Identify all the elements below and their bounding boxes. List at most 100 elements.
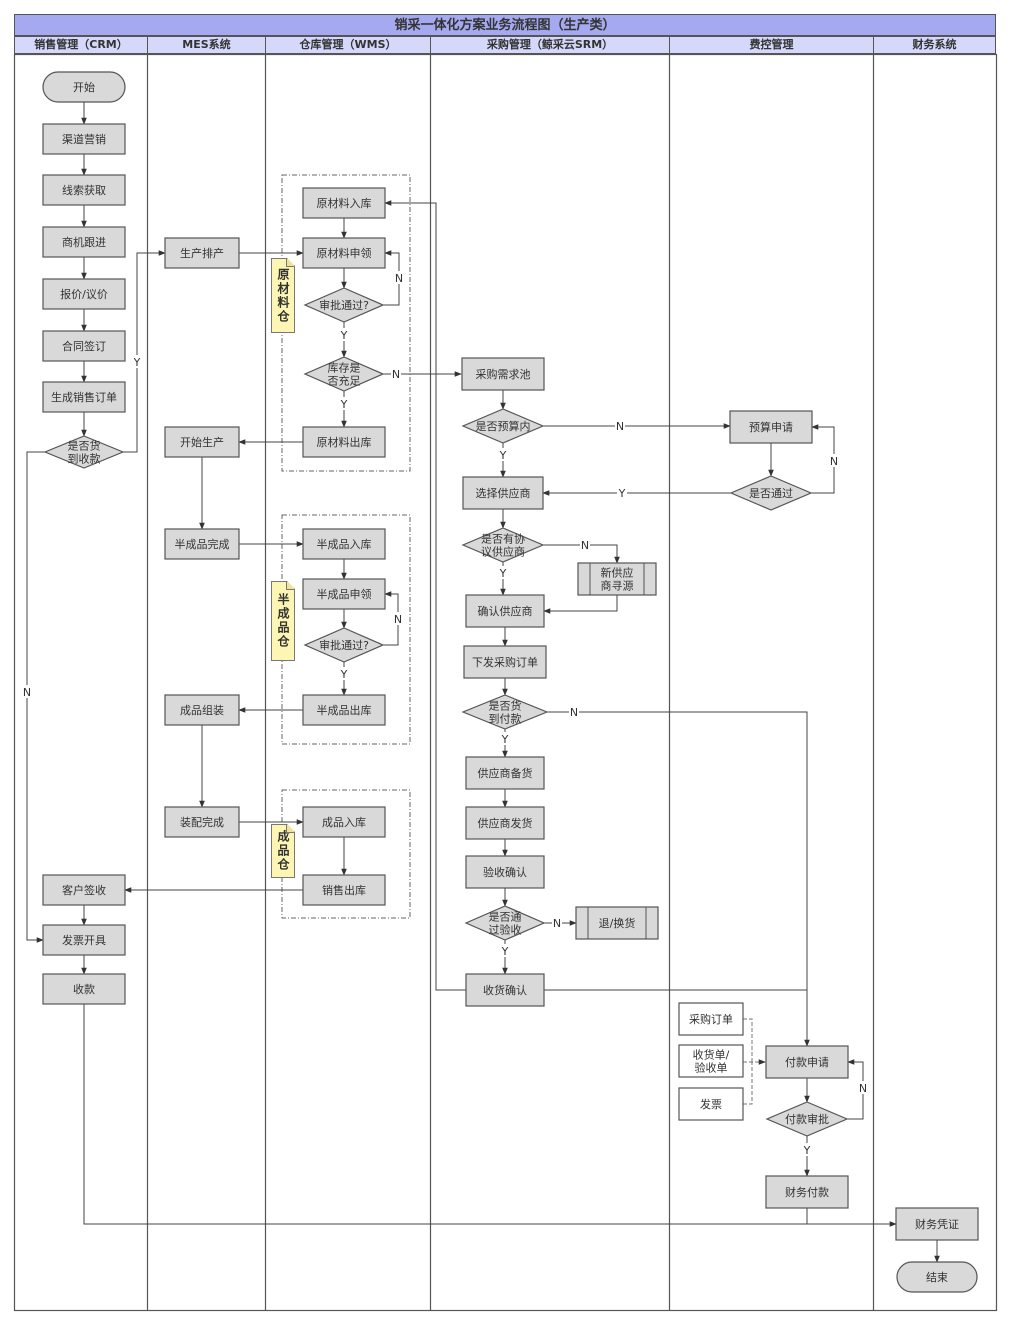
node-quote[interactable]: 报价/议价 — [42, 278, 126, 310]
node-assembly[interactable]: 成品组装 — [164, 694, 240, 726]
node-semi-finished-done[interactable]: 半成品完成 — [164, 528, 240, 560]
cod-pay-decision-label: 是否货到付款 — [489, 698, 522, 725]
node-budget-approved[interactable]: 是否通过 — [729, 475, 813, 511]
node-finance-payment[interactable]: 财务付款 — [765, 1175, 849, 1209]
process-box — [302, 806, 386, 838]
node-issue-po[interactable]: 下发采购订单 — [463, 645, 547, 679]
node-collect-payment[interactable]: 收款 — [42, 973, 126, 1005]
node-semi-requisition[interactable]: 半成品申领 — [302, 578, 386, 610]
node-raw-requisition[interactable]: 原材料申领 — [302, 237, 386, 269]
node-sales-outbound[interactable]: 销售出库 — [302, 874, 386, 906]
invoice-issue-label: 发票开具 — [62, 933, 106, 947]
lane-header-fin: 财务系统 — [873, 36, 996, 54]
collect-payment-label: 收款 — [73, 982, 95, 996]
node-payment-request[interactable]: 付款申请 — [765, 1045, 849, 1079]
flow-connector — [543, 544, 620, 564]
node-assembly-done[interactable]: 装配完成 — [164, 806, 240, 838]
node-start[interactable]: 开始 — [42, 71, 126, 103]
node-budget-request[interactable]: 预算申请 — [729, 410, 813, 444]
node-raw-approval[interactable]: 审批通过? — [303, 287, 385, 323]
raw-requisition-label: 原材料申领 — [317, 246, 372, 260]
node-customer-signoff[interactable]: 客户签收 — [42, 874, 126, 906]
terminator-shape — [896, 1261, 978, 1293]
process-box — [42, 973, 126, 1005]
edge-label-bg — [500, 944, 510, 957]
finished-inbound-label: 成品入库 — [322, 816, 366, 829]
node-payment-approval[interactable]: 付款审批 — [765, 1101, 849, 1137]
confirm-supplier-label: 确认供应商 — [478, 604, 533, 618]
node-inspection-confirm[interactable]: 验收确认 — [465, 855, 545, 889]
node-invoice-issue[interactable]: 发票开具 — [42, 924, 126, 956]
node-select-supplier[interactable]: 选择供应商 — [462, 476, 544, 510]
node-semi-inbound[interactable]: 半成品入库 — [302, 528, 386, 560]
decision-diamond — [461, 694, 549, 730]
process-box — [729, 410, 813, 444]
node-confirm-supplier[interactable]: 确认供应商 — [465, 594, 545, 628]
node-supplier-prepare[interactable]: 供应商备货 — [465, 756, 545, 790]
node-semi-approval[interactable]: 审批通过? — [303, 627, 385, 663]
node-cod-pay-decision[interactable]: 是否货到付款 — [461, 694, 549, 730]
edge-label-no: N — [392, 368, 400, 381]
lane-header-srm: 采购管理（鲸采云SRM） — [430, 36, 670, 54]
node-start-production[interactable]: 开始生产 — [164, 426, 240, 458]
edge-label-no: N — [394, 613, 402, 626]
document-box — [678, 1087, 744, 1121]
process-box — [302, 426, 386, 458]
cod-payment-decision-label: 是否货到收款 — [68, 438, 101, 465]
node-finished-inbound[interactable]: 成品入库 — [302, 806, 386, 838]
node-within-budget[interactable]: 是否预算内 — [461, 408, 545, 444]
node-cod-payment-decision[interactable]: 是否货到收款 — [43, 435, 125, 469]
node-has-agreement-supplier[interactable]: 是否有协议供应商 — [461, 527, 545, 563]
node-doc-po[interactable]: 采购订单 — [678, 1002, 744, 1036]
node-supplier-ship[interactable]: 供应商发货 — [465, 806, 545, 840]
process-box — [42, 874, 126, 906]
swimlanes — [13, 53, 998, 1312]
process-box — [765, 1045, 849, 1079]
edge-label-yes: Y — [499, 449, 507, 462]
node-pass-inspection[interactable]: 是否通过验收 — [464, 905, 546, 941]
edge-label-bg — [339, 397, 349, 410]
node-end[interactable]: 结束 — [896, 1261, 978, 1293]
node-doc-invoice[interactable]: 发票 — [678, 1087, 744, 1121]
decision-diamond — [461, 527, 545, 563]
node-contract-sign[interactable]: 合同签订 — [42, 330, 126, 362]
node-raw-inbound[interactable]: 原材料入库 — [302, 187, 386, 219]
assembly-label: 成品组装 — [180, 703, 224, 717]
node-purchase-demand-pool[interactable]: 采购需求池 — [461, 357, 545, 391]
node-stock-sufficient[interactable]: 库存是否充足 — [303, 356, 385, 392]
supplier-prepare-label: 供应商备货 — [478, 766, 533, 780]
edge-label-bg — [339, 667, 349, 680]
node-raw-outbound[interactable]: 原材料出库 — [302, 426, 386, 458]
node-create-sales-order[interactable]: 生成销售订单 — [42, 381, 126, 413]
edge-label-yes: Y — [618, 487, 626, 500]
flow-connector — [543, 595, 618, 614]
edge-label-no: N — [395, 272, 403, 285]
decision-diamond — [765, 1101, 849, 1137]
customer-signoff-label: 客户签收 — [62, 883, 106, 897]
node-production-schedule[interactable]: 生产排产 — [164, 237, 240, 269]
node-receipt-confirm[interactable]: 收货确认 — [465, 973, 545, 1007]
edge-label-no: N — [570, 706, 578, 719]
sales-outbound-label: 销售出库 — [322, 883, 366, 897]
edge-label-bg — [394, 271, 404, 284]
node-new-supplier-sourcing[interactable]: 新供应商寻源 — [577, 562, 657, 596]
end-label: 结束 — [926, 1271, 948, 1284]
semi-approval-label: 审批通过? — [319, 638, 369, 652]
process-box — [164, 694, 240, 726]
dashed-connector — [743, 1018, 753, 1062]
node-return-exchange[interactable]: 退/换货 — [575, 906, 659, 940]
issue-po-label: 下发采购订单 — [472, 655, 538, 669]
raw-outbound-label: 原材料出库 — [317, 435, 372, 449]
node-semi-outbound[interactable]: 半成品出库 — [302, 694, 386, 726]
process-box — [302, 578, 386, 610]
terminator-shape — [42, 71, 126, 103]
node-doc-receipt[interactable]: 收货单/验收单 — [678, 1044, 744, 1078]
node-lead-acquisition[interactable]: 线索获取 — [42, 174, 126, 206]
semi-warehouse-group — [281, 514, 411, 745]
node-channel-marketing[interactable]: 渠道营销 — [42, 123, 126, 155]
node-opportunity-followup[interactable]: 商机跟进 — [42, 226, 126, 258]
edge-label-bg — [391, 367, 401, 380]
create-sales-order-label: 生成销售订单 — [51, 390, 117, 404]
node-finance-voucher[interactable]: 财务凭证 — [895, 1207, 979, 1241]
